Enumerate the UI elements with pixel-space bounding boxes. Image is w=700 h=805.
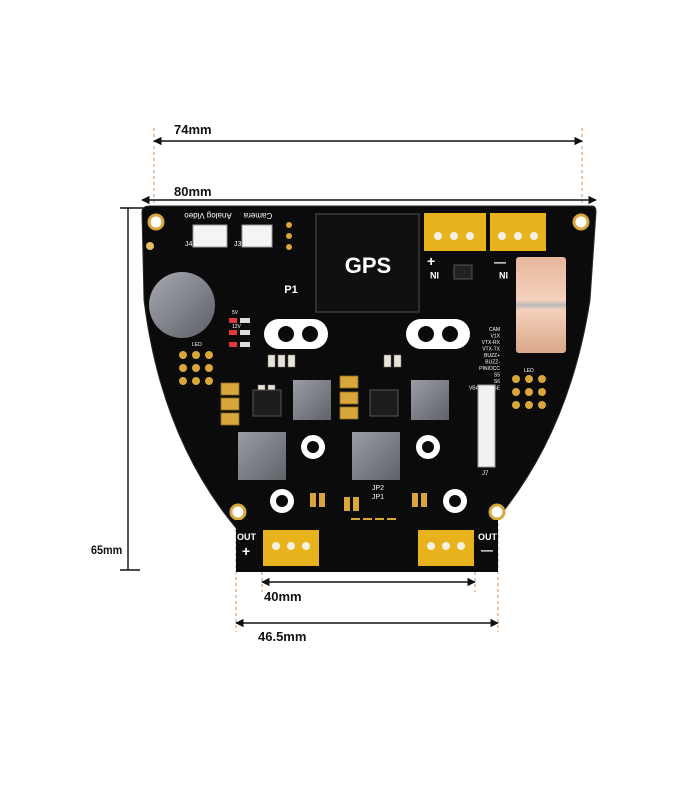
j7-label: J7	[482, 471, 489, 477]
tantalum-caps	[220, 375, 359, 426]
dimension-40mm: 40mm	[264, 589, 302, 604]
out-minus-sign: —	[481, 543, 493, 557]
j4-connector	[192, 224, 228, 248]
status-leds	[229, 318, 250, 347]
analog-video-label: Analog Video	[184, 211, 232, 220]
pin-label: PINIOCC	[479, 366, 500, 372]
led-label-right: LED	[524, 368, 534, 374]
power-inductor	[516, 257, 566, 353]
jp1-label: JP1	[372, 494, 384, 501]
gps-label: GPS	[345, 253, 391, 278]
v5-label: 5V	[232, 310, 239, 316]
pin-label: CAM	[489, 327, 500, 333]
oval-pads	[264, 319, 470, 349]
camera-label: Camera	[243, 211, 272, 220]
in-left-label: IN	[430, 270, 439, 280]
pin-label: V1X	[491, 334, 501, 340]
pin-label: S6	[494, 379, 500, 385]
out-left-label: OUT	[237, 532, 257, 542]
j7-connector	[477, 384, 496, 468]
inductor-1	[293, 380, 331, 420]
input-terminals	[424, 213, 546, 251]
pin-label: BUZZ+	[484, 353, 500, 359]
j3-connector	[241, 224, 273, 248]
pin-label: BUZZ-	[485, 360, 500, 366]
j3-label: J3	[234, 241, 242, 248]
p1-label: P1	[284, 284, 297, 296]
dimension-80mm: 80mm	[174, 184, 212, 199]
led-header-right	[512, 375, 546, 409]
buzzer	[149, 272, 215, 338]
jumper-header	[286, 222, 292, 250]
inductor-3	[238, 432, 286, 480]
pin-label: VTX-RX	[482, 340, 501, 346]
out-right-label: OUT	[478, 532, 498, 542]
out-plus-sign: +	[242, 543, 250, 559]
dimension-46-5mm: 46.5mm	[258, 629, 307, 644]
led-header-left	[179, 351, 213, 385]
pin-label: S5	[494, 373, 500, 379]
dimension-74mm: 74mm	[174, 122, 212, 137]
mounting-holes	[147, 213, 590, 521]
in-minus-sign: —	[494, 255, 506, 269]
dimension-65mm: 65mm	[91, 543, 123, 557]
j4-label: J4	[185, 241, 193, 248]
in-right-label: IN	[499, 270, 508, 280]
pcb-board: GPS P1 Analog Video Camera J4 J3 + IN —	[141, 205, 597, 572]
pin-label: VTX-TX	[482, 347, 500, 353]
v12-label: 12V	[232, 324, 242, 330]
led-label-left: LED	[192, 342, 202, 348]
inductor-2	[411, 380, 449, 420]
jumper-pads	[310, 493, 427, 511]
jp2-label: JP2	[372, 485, 384, 492]
regulator-right	[369, 389, 399, 417]
through-holes	[270, 435, 467, 513]
in-plus-sign: +	[427, 253, 435, 269]
regulator-left	[252, 389, 282, 417]
gps-module	[315, 213, 420, 313]
inductor-4	[352, 432, 400, 480]
dimension-lines	[120, 136, 597, 628]
